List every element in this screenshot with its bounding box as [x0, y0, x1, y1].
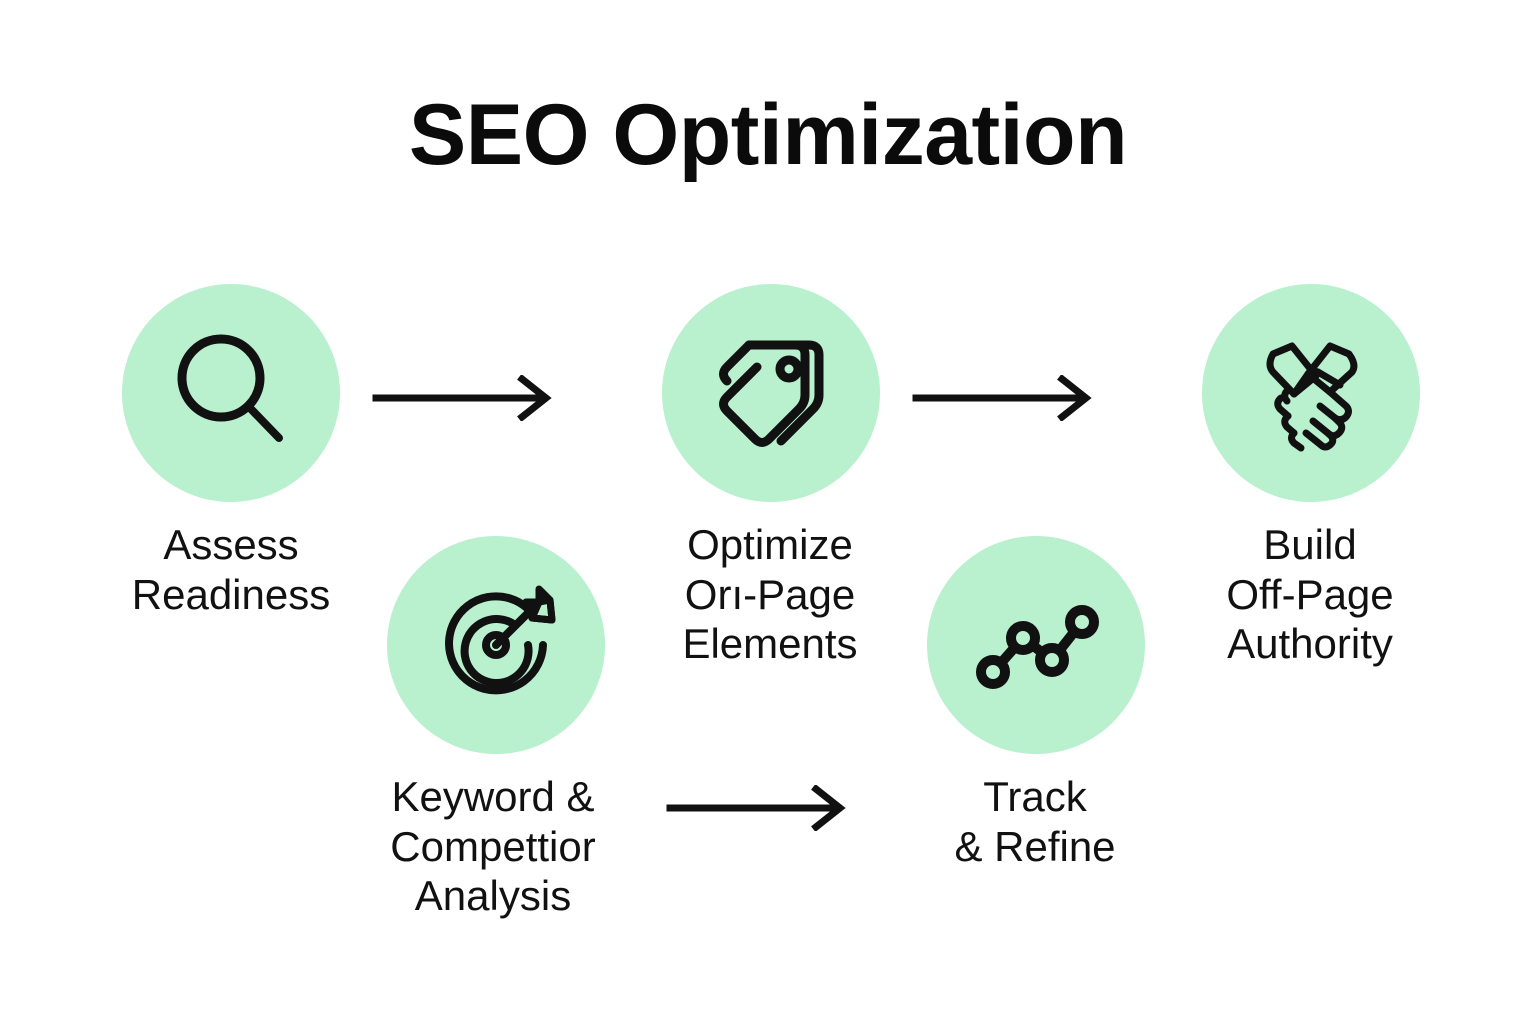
step-label-optimize-on-page-elements: Optimize Orı-Page Elements: [682, 521, 858, 668]
line-chart-icon: [966, 575, 1106, 715]
step-icon-circle-track-and-refine: [927, 536, 1145, 754]
arrow-right-icon-optimize-to-build: [912, 375, 1097, 421]
page-title: SEO Optimization: [408, 87, 1128, 183]
target-arrow-icon: [426, 575, 566, 715]
arrow-right-icon-keyword-to-track: [666, 785, 851, 831]
step-label-build-off-page-authority: Build Off-Page Authority: [1226, 521, 1394, 668]
arrow-right-icon-assess-to-optimize: [372, 375, 557, 421]
step-icon-circle-optimize-on-page-elements: [662, 284, 880, 502]
step-icon-circle-assess-readiness: [122, 284, 340, 502]
step-icon-circle-keyword-competitor-analysis: [387, 536, 605, 754]
handshake-icon: [1236, 328, 1386, 458]
magnifier-icon: [166, 328, 296, 458]
step-label-track-and-refine: Track & Refine: [954, 773, 1116, 870]
step-label-assess-readiness: Assess Readiness: [131, 521, 331, 618]
tags-icon: [701, 323, 841, 463]
step-icon-circle-build-off-page-authority: [1202, 284, 1420, 502]
step-label-keyword-competitor-analysis: Keyword & Compettior Analysis: [390, 773, 596, 920]
